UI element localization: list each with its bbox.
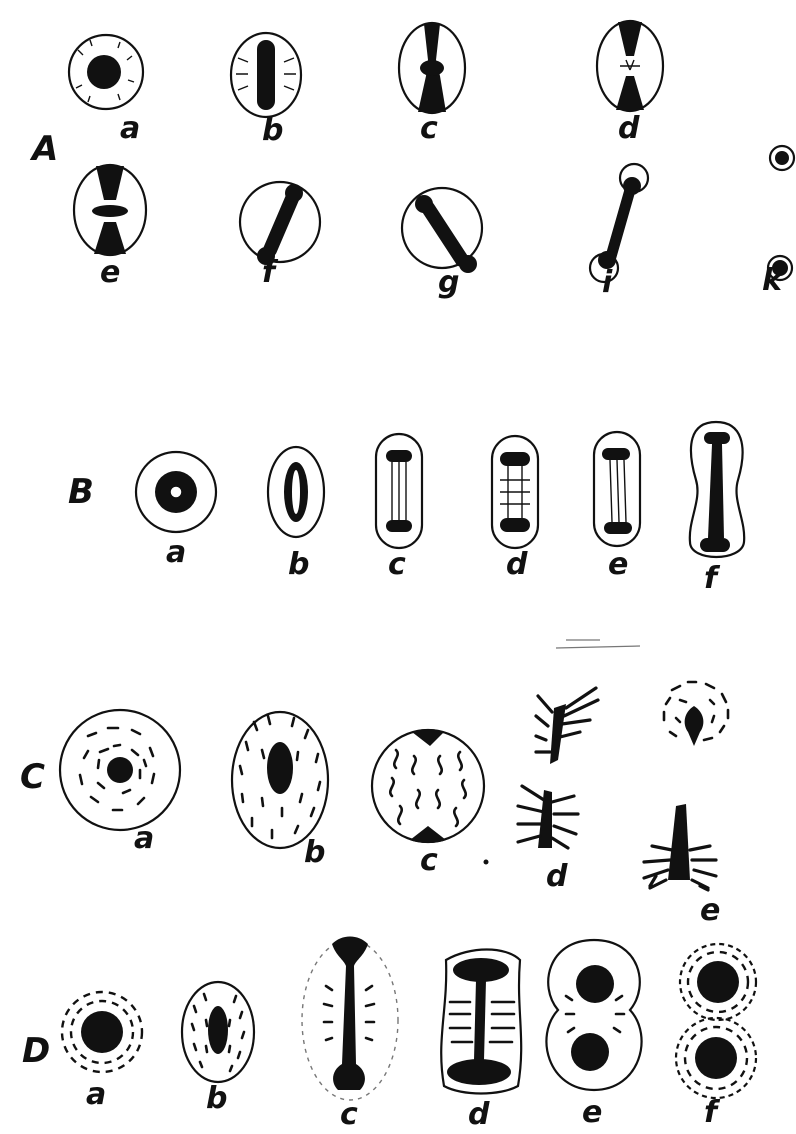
figure-label-C-d: d <box>546 859 568 894</box>
cell-B-d <box>492 436 538 548</box>
cell-A-d <box>597 21 663 111</box>
figure-label-A-a: a <box>120 111 140 146</box>
figure-label-D-b: b <box>206 1081 227 1116</box>
cell-C-a <box>60 710 180 830</box>
cell-D-f <box>676 944 756 1098</box>
figure-label-B-a: a <box>166 535 186 570</box>
cell-A-e <box>74 165 146 255</box>
cell-B-f <box>690 422 744 557</box>
figure-label-C-b: b <box>304 835 325 870</box>
figure-label-A-e: e <box>100 255 120 290</box>
smudge-mark <box>556 640 640 648</box>
cell-A-b <box>231 33 301 117</box>
cell-A-k <box>768 146 794 280</box>
figure-label-D-a: a <box>86 1077 106 1112</box>
cell-D-c <box>302 937 398 1101</box>
cell-D-a <box>62 992 142 1072</box>
figure-label-D-f: f <box>704 1095 721 1130</box>
cell-C-d <box>518 688 598 848</box>
row-label-B: B <box>68 472 94 512</box>
figure-label-A-i: i <box>602 265 613 300</box>
cell-D-b <box>182 982 254 1082</box>
row-label-A: A <box>29 129 58 169</box>
figure-label-B-d: d <box>506 547 528 582</box>
cell-A-f <box>240 182 320 265</box>
figure-label-A-f: f <box>262 255 279 290</box>
figure-label-D-d: d <box>468 1097 490 1132</box>
figure-label-D-e: e <box>582 1095 602 1130</box>
cell-A-a <box>69 35 143 109</box>
figure-label-B-c: c <box>388 547 406 582</box>
figure-label-A-c: c <box>420 111 438 146</box>
figure-label-A-d: d <box>618 111 640 146</box>
cell-A-c <box>399 23 465 113</box>
figure-label-B-f: f <box>704 561 721 596</box>
figure-label-A-b: b <box>262 113 283 148</box>
cell-B-c <box>376 434 422 548</box>
figure-label-C-a: a <box>134 821 154 856</box>
figure-label-D-c: c <box>340 1097 358 1132</box>
cell-D-e <box>546 940 641 1090</box>
cell-C-e <box>644 682 728 890</box>
row-label-D: D <box>22 1031 50 1071</box>
figure-label-A-k: k <box>762 263 784 298</box>
cell-B-e <box>594 432 640 546</box>
figure-label-B-b: b <box>288 547 309 582</box>
cell-B-b <box>268 447 324 537</box>
cell-A-g <box>402 188 482 273</box>
stray-dot <box>484 860 489 865</box>
figure-label-C-e: e <box>700 893 720 928</box>
cell-C-b <box>232 712 328 848</box>
cell-A-i <box>590 164 648 282</box>
figure-label-A-g: g <box>438 265 459 300</box>
figure-label-B-e: e <box>608 547 628 582</box>
cell-C-c <box>372 729 484 843</box>
cell-D-d <box>441 950 521 1094</box>
cell-B-a <box>136 452 216 532</box>
row-label-C: C <box>20 757 45 797</box>
figure-label-C-c: c <box>420 843 438 878</box>
